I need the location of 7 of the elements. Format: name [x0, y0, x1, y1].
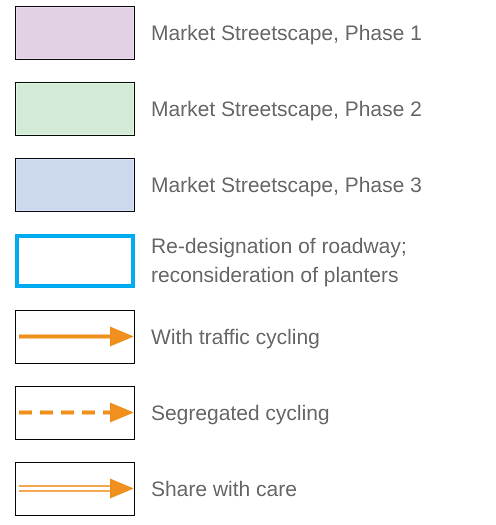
- legend-label: Market Streetscape, Phase 1: [151, 20, 423, 46]
- legend-label: Market Streetscape, Phase 3: [151, 172, 423, 198]
- legend-label: Market Streetscape, Phase 2: [151, 96, 423, 122]
- legend-label: Share with care: [151, 476, 298, 502]
- legend-label: Segregated cycling: [151, 400, 331, 426]
- legend-label: Re-designation of roadway; reconsideration of planters: [151, 234, 408, 289]
- legend-label: With traffic cycling: [151, 324, 321, 350]
